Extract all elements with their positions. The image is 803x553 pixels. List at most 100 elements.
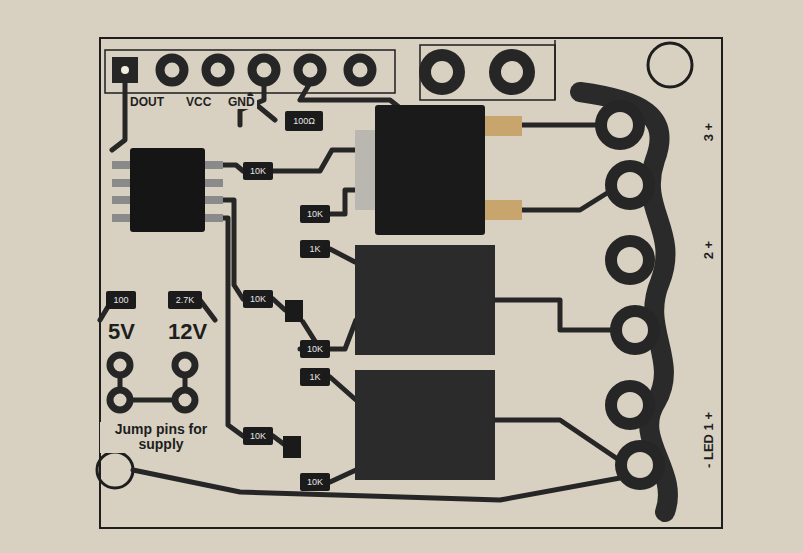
led-pad [611,386,649,424]
ic-chip [203,214,223,222]
board-outline [554,40,556,100]
resistor-value: 10K [307,478,323,487]
pin-name: VCC [184,96,213,109]
transistor [285,300,303,322]
board-outline [100,38,722,528]
voltage-regulator [482,200,522,220]
led-pad [621,446,659,484]
header-pad [252,58,276,82]
copper-trace [100,83,622,500]
resistor-value: 10K [250,432,266,441]
ic-chip [203,179,223,187]
board-outline [97,452,133,488]
led-pad [601,106,639,144]
led-terminal-label: 2 + [702,239,716,261]
resistor-value: 1K [309,245,320,254]
resistor-value: 100 [113,296,128,305]
resistor-value: 100Ω [293,117,315,126]
jumper-pad [175,355,195,375]
board-outline [105,50,395,93]
resistor-chip: 1K [300,368,330,386]
resistor-value: 1K [309,373,320,382]
ic-chip [130,148,205,232]
header-pad [160,58,372,82]
power-pad [495,55,529,89]
power-pad [425,55,459,89]
header-pad [348,58,372,82]
voltage-regulator [355,105,522,235]
copper-trace [273,299,285,310]
led-pad [616,311,654,349]
led-pad [601,106,659,484]
mosfet-drain-pad [355,370,495,480]
resistor-value: 10K [307,345,323,354]
transistor [283,436,301,458]
ic-chip [203,196,223,204]
power-pad [425,55,529,89]
led-pad [611,166,649,204]
board-outline [420,45,555,100]
ic-chip [112,161,132,169]
copper-trace [273,150,355,171]
resistor-value: 10K [307,210,323,219]
led-terminal-label: - LED 1 + [702,410,716,470]
jumper-pad [175,390,195,410]
copper-trace [520,190,612,210]
ic-chip [112,214,132,222]
header-pad [121,66,129,74]
ic-chip [112,179,132,187]
header-pad [298,58,322,82]
copper-trace [222,200,243,299]
resistor-chip: 100 [106,291,136,309]
ic-chip [112,196,132,204]
ic-chip [203,161,223,169]
silkscreen-note: Jump pins for supply [100,422,222,453]
mosfet-drain-pad [355,245,495,355]
copper-trace [330,320,356,349]
header-pad [112,57,138,83]
mosfet-drain-pad [355,245,495,480]
pin-name: DOUT [128,96,166,109]
copper-trace [222,165,243,171]
silkscreen-note: 5V [106,320,137,344]
copper-trace [330,377,356,400]
copper-trace [330,190,358,214]
header-pad [206,58,230,82]
jumper-pad [110,390,130,410]
resistor-value: 10K [250,167,266,176]
copper-trace [300,83,400,108]
jumper-pad [110,355,195,410]
led-pad [611,241,649,279]
silkscreen-note: 12V [166,320,209,344]
resistor-value: 10K [250,295,266,304]
led-return-band [580,92,668,512]
ic-chip [112,148,223,232]
resistor-value: 2.7K [176,296,195,305]
resistor-chip: 100Ω [285,111,323,131]
copper-trace [495,420,622,462]
copper-trace [330,249,355,262]
copper-trace [112,83,125,150]
resistor-chip: 10K [243,427,273,445]
copper-trace [520,123,600,128]
resistor-chip: 1K [300,240,330,258]
resistor-chip: 10K [300,340,330,358]
jumper-pad [110,355,130,375]
board-outline [97,38,722,528]
copper-trace [222,218,243,436]
copper-trace [495,300,615,330]
led-return-band [580,92,668,512]
resistor-chip: 10K [300,473,330,491]
resistor-chip: 10K [300,205,330,223]
header-pad [112,57,372,83]
board-outline [648,43,692,87]
resistor-chip: 10K [243,290,273,308]
header-pad [160,58,184,82]
resistor-chip: 10K [243,162,273,180]
voltage-regulator [375,105,485,235]
led-terminal-label: 3 + [702,121,716,143]
resistor-chip: 2.7K [168,291,202,309]
voltage-regulator [482,116,522,136]
